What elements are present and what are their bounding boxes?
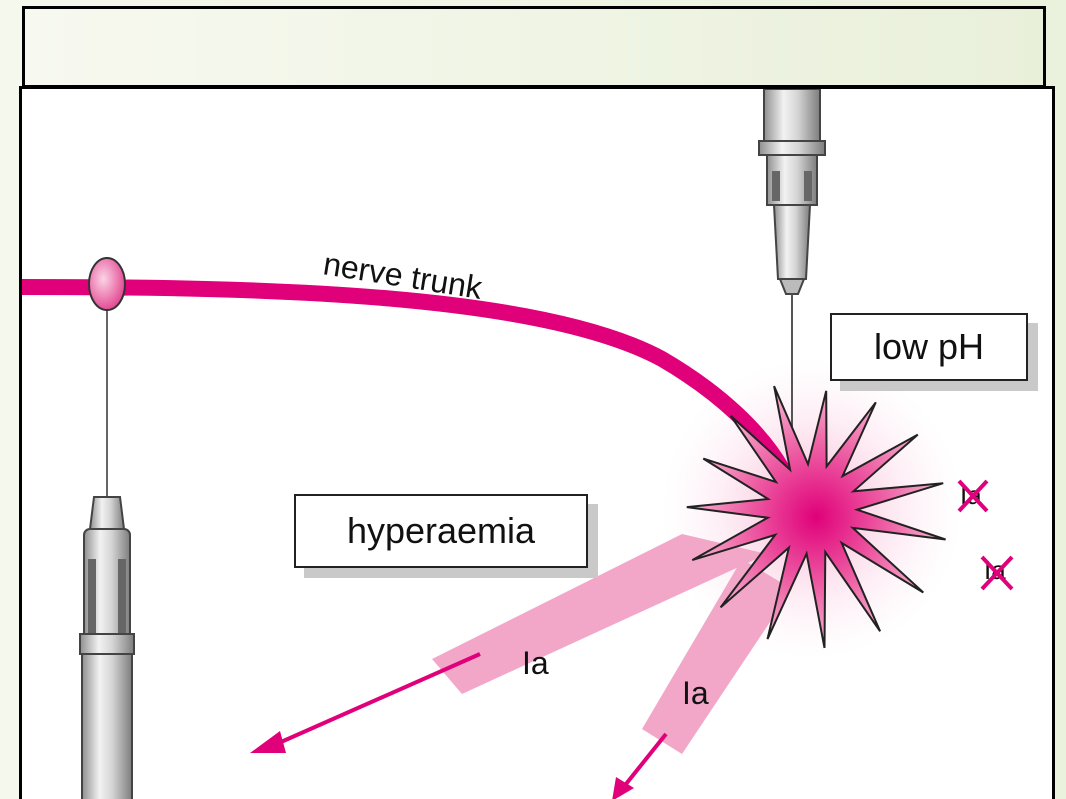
hyperaemia-label: hyperaemia bbox=[294, 494, 588, 568]
diagram-figure: nerve trunk Ia Ia Ia Ia low pH hyperaemi… bbox=[19, 86, 1055, 799]
blocked-ia-2: Ia bbox=[982, 555, 1012, 589]
ia-arrow-left bbox=[250, 654, 480, 753]
nerve-trunk bbox=[22, 287, 782, 469]
ia-label-left: Ia bbox=[522, 645, 549, 681]
diagram-canvas: nerve trunk Ia Ia Ia Ia bbox=[22, 89, 1055, 799]
left-syringe bbox=[80, 258, 134, 799]
ia-label-mid: Ia bbox=[682, 675, 709, 711]
ia-arrow-mid bbox=[612, 734, 666, 799]
electrode-bulb bbox=[89, 258, 125, 310]
title-panel bbox=[22, 6, 1046, 88]
blocked-ia-1: Ia bbox=[959, 480, 987, 511]
low-ph-label: low pH bbox=[830, 313, 1028, 381]
